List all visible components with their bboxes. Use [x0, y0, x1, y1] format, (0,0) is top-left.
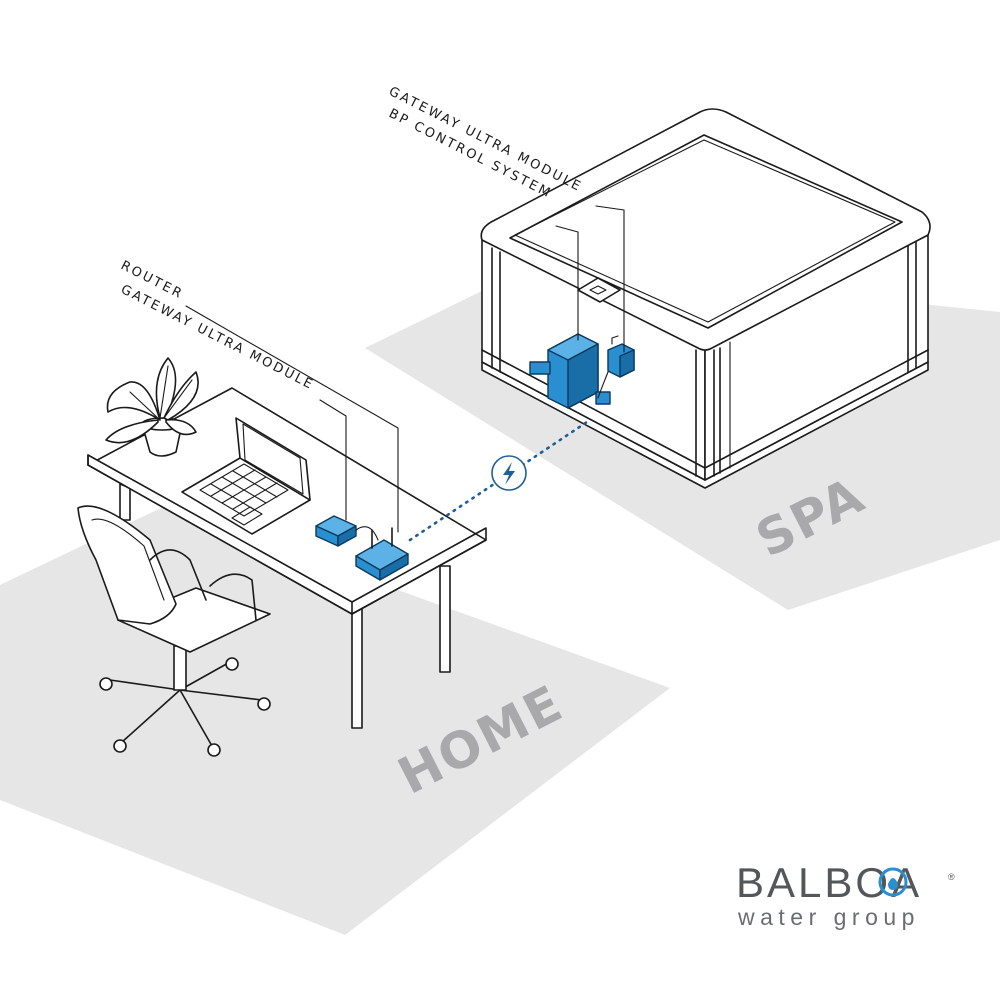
wireless-link-line: [408, 418, 592, 542]
balboa-logo: BALBOA ® water group: [736, 859, 955, 930]
callout-router: [185, 305, 399, 533]
laptop: [181, 417, 311, 535]
router-device: [355, 527, 409, 581]
spa-tub: [480, 108, 931, 489]
brand-tagline: water group: [737, 904, 920, 930]
potted-plant: [105, 357, 199, 457]
water-drop-icon: [878, 867, 908, 897]
office-chair: [77, 505, 271, 757]
brand-name: BALBOA: [736, 859, 922, 906]
lightning-icon: [491, 455, 527, 491]
label-home-gateway-ultra-module: GATEWAY ULTRA MODULE: [118, 282, 316, 393]
brand-registered-mark: ®: [948, 872, 955, 882]
callout-bp-control: [555, 225, 579, 341]
home-gateway-module-device: [315, 515, 357, 547]
label-spa-gateway-ultra-module: GATEWAY ULTRA MODULE: [386, 84, 584, 195]
callout-spa-module: [595, 205, 625, 353]
callout-home-module: [319, 399, 347, 521]
spa-gateway-module-device: [607, 335, 635, 378]
bp-control-system-device: [529, 333, 611, 409]
